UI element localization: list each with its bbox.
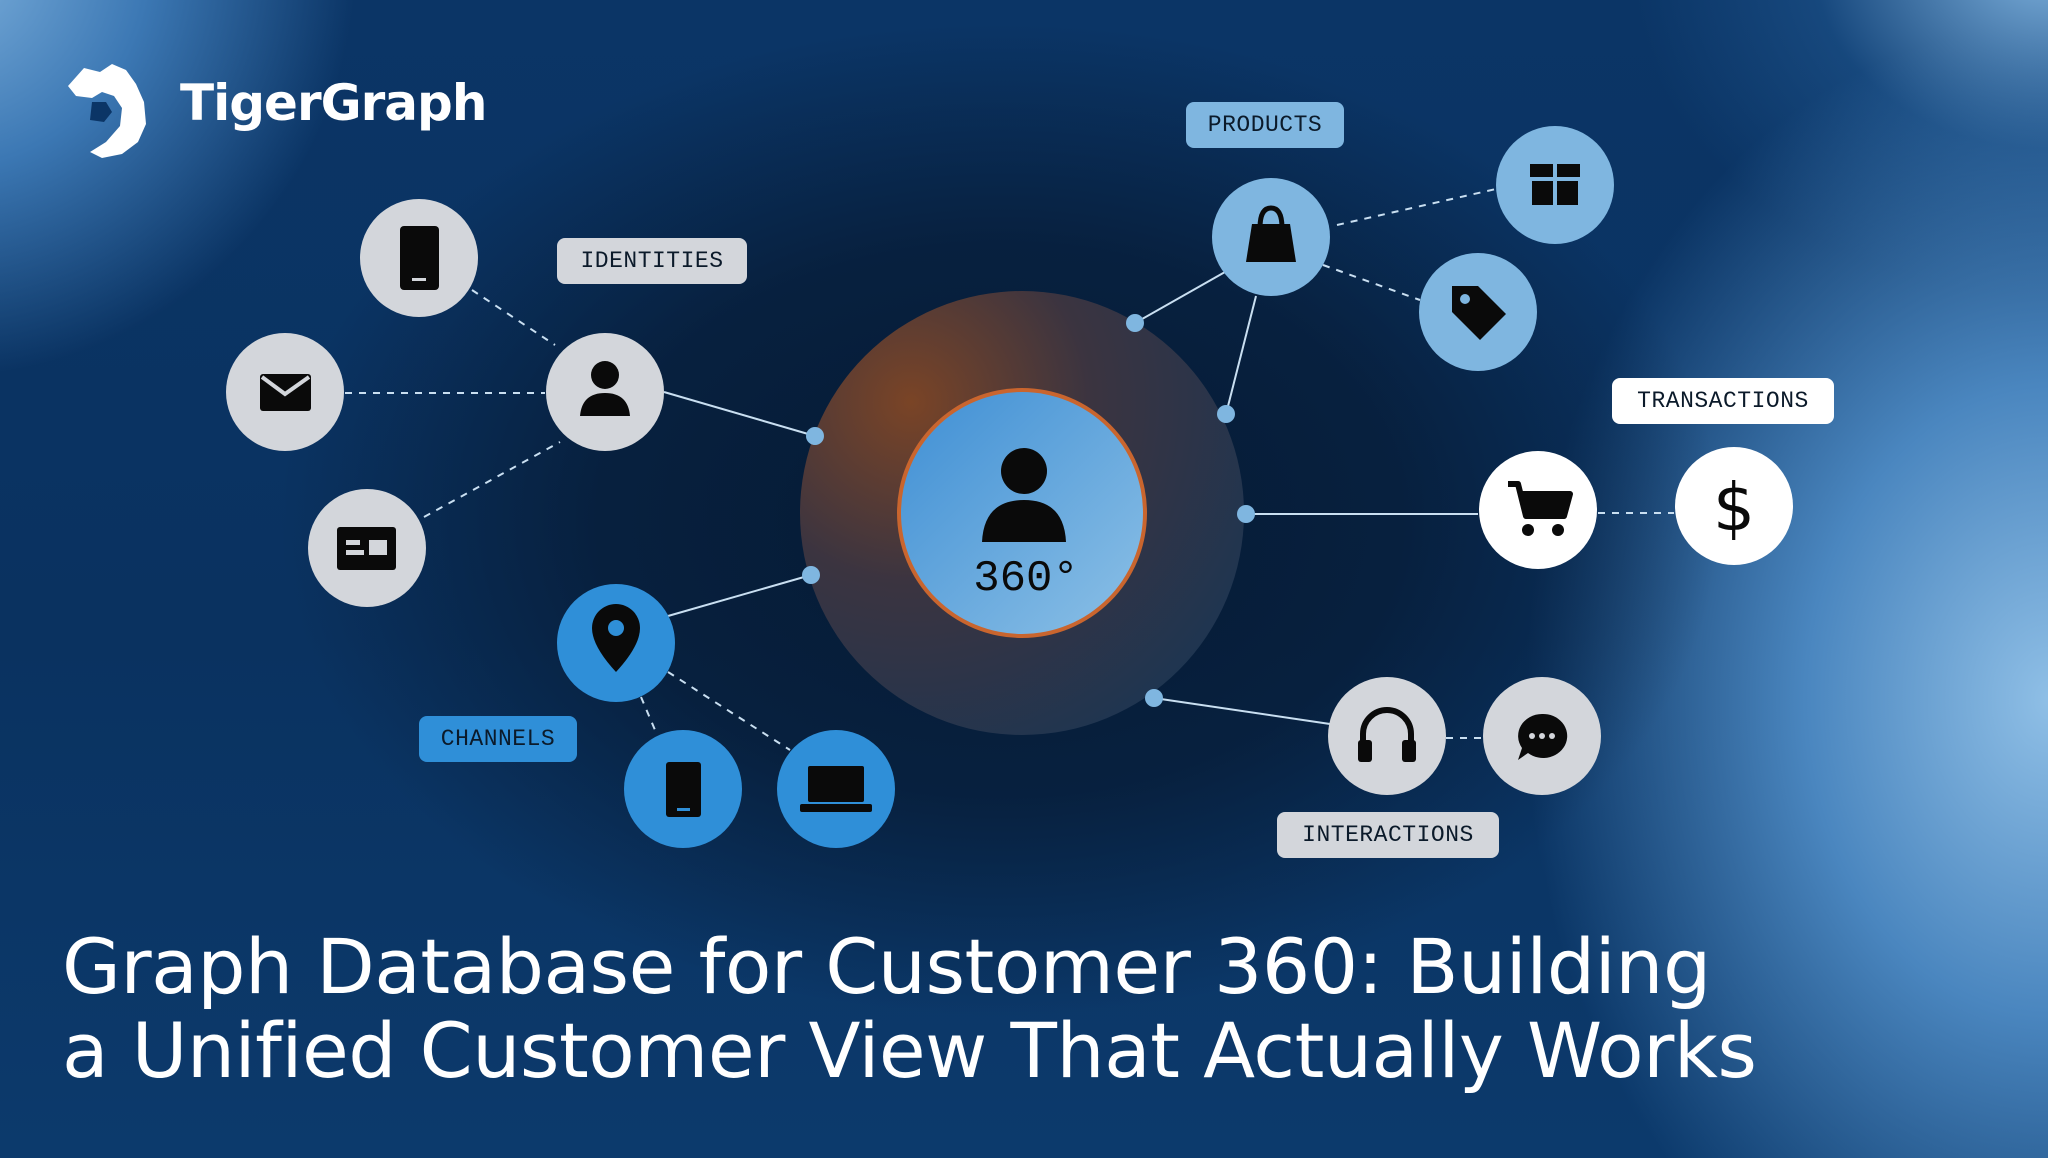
ring-port-products-2 [1217, 405, 1235, 423]
node-phone [360, 199, 478, 317]
envelope-icon [260, 374, 311, 411]
ring-port-identities [806, 427, 824, 445]
center-label: 360° [973, 554, 1079, 604]
page-title: Graph Database for Customer 360: Buildin… [62, 925, 1962, 1093]
node-user [546, 333, 664, 451]
shopping-bag-icon [1246, 205, 1296, 262]
node-chat [1483, 677, 1601, 795]
link-bag-tag [1322, 264, 1421, 301]
user-icon [580, 361, 630, 416]
customer-icon [982, 448, 1066, 542]
id-card-icon [337, 527, 396, 570]
price-tag-icon [1452, 286, 1506, 340]
node-headset [1328, 677, 1446, 795]
ring-port-interactions [1145, 689, 1163, 707]
node-location [557, 584, 675, 702]
node-mobile [624, 730, 742, 848]
node-id-card [308, 489, 426, 607]
tag-interactions: INTERACTIONS [1277, 812, 1499, 858]
headset-icon [1358, 707, 1416, 762]
tag-products: PRODUCTS [1186, 102, 1344, 148]
tag-channels: CHANNELS [419, 716, 577, 762]
tiger-head-icon [68, 64, 146, 158]
node-email [226, 333, 344, 451]
node-price-tag [1419, 253, 1537, 371]
node-gift-box [1496, 126, 1614, 244]
brand-name: TigerGraph [180, 74, 487, 132]
tag-transactions: TRANSACTIONS [1612, 378, 1834, 424]
tigergraph-logo [68, 64, 146, 158]
mobile-device-icon [666, 762, 701, 817]
link-core-products [1134, 271, 1226, 324]
link-pin-mobile [640, 696, 656, 731]
link-pin-laptop [667, 671, 791, 751]
tag-identities: IDENTITIES [557, 238, 747, 284]
title-line-1: Graph Database for Customer 360: Buildin… [62, 922, 1711, 1011]
link-core-channels [667, 574, 812, 617]
chat-bubble-icon [1518, 713, 1568, 760]
link-core-interactions [1153, 697, 1331, 725]
gift-box-icon [1530, 164, 1580, 205]
link-user-idcard [423, 441, 561, 518]
link-user-phone [471, 289, 556, 346]
link-core-identities [663, 391, 816, 437]
laptop-icon [800, 766, 872, 812]
ring-port-channels [802, 566, 820, 584]
link-core-products-2 [1225, 295, 1257, 415]
ring-port-transactions [1237, 505, 1255, 523]
node-laptop [777, 730, 895, 848]
dollar-icon: $ [1713, 469, 1755, 546]
phone-icon [400, 226, 439, 290]
link-bag-gift [1336, 188, 1497, 226]
title-line-2: a Unified Customer View That Actually Wo… [62, 1006, 1757, 1095]
ring-port-products [1126, 314, 1144, 332]
location-pin-icon [592, 604, 640, 672]
node-dollar: $ [1675, 447, 1793, 565]
node-shopping-cart [1479, 451, 1597, 569]
shopping-cart-icon [1508, 481, 1573, 536]
node-shopping-bag [1212, 178, 1330, 296]
